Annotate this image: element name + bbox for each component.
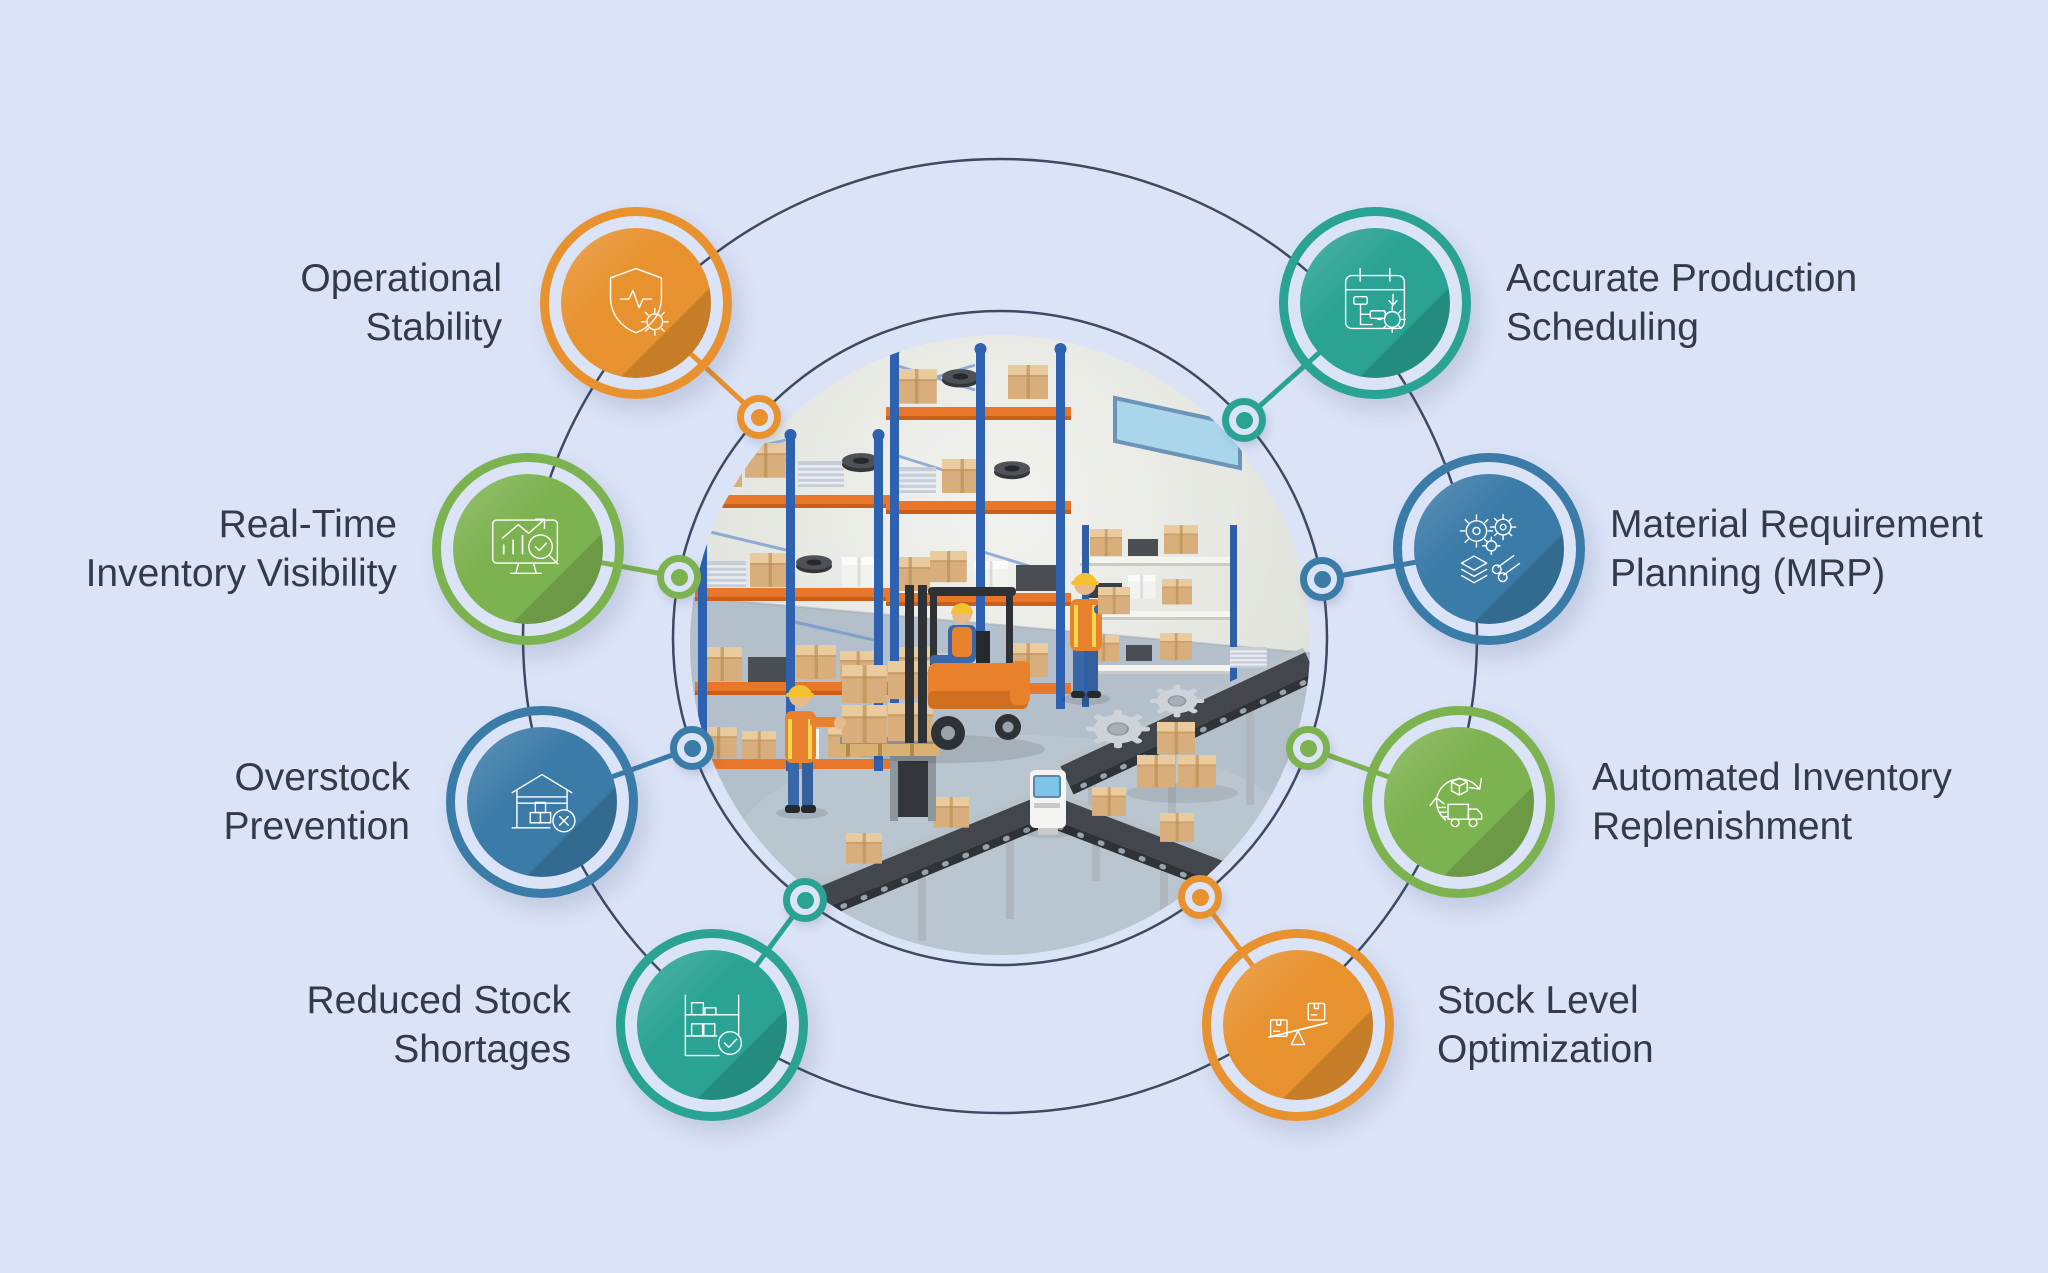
benefit-label-stock-level-optimization: Stock Level Optimization [1437, 976, 1654, 1074]
cycle-truck-icon [1412, 755, 1506, 849]
label-line: Accurate Production [1506, 257, 1858, 300]
label-line: Overstock [234, 756, 410, 799]
connector-dot-operational-stability [737, 395, 781, 439]
label-line: Automated Inventory [1592, 756, 1952, 799]
benefit-disc [1223, 950, 1373, 1100]
benefit-disc [453, 474, 603, 624]
label-line: Stock Level [1437, 979, 1639, 1022]
connector-dot-core [1191, 888, 1209, 906]
forklift [838, 585, 1045, 763]
benefit-label-overstock-prevention: Overstock Prevention [224, 753, 410, 851]
label-line: Operational [300, 257, 502, 300]
label-line: Reduced Stock [306, 979, 572, 1022]
gears-materials-icon [1442, 502, 1536, 596]
label-line: Prevention [223, 805, 410, 848]
connector-dot-core [683, 739, 701, 757]
connector-dot-core [1235, 411, 1253, 429]
label-line: Real-Time [218, 503, 397, 546]
benefit-node-operational-stability [540, 207, 732, 399]
wall-sign [1113, 395, 1242, 471]
benefit-label-real-time-inventory-visibility: Real-Time Inventory Visibility [86, 500, 397, 598]
benefit-node-stock-level-optimization [1202, 929, 1394, 1121]
connector-dot-core [796, 891, 814, 909]
benefit-node-real-time-inventory-visibility [432, 453, 624, 645]
balance-boxes-icon [1251, 978, 1345, 1072]
connector-dot-material-requirement-planning [1300, 557, 1344, 601]
benefit-node-reduced-stock-shortages [616, 929, 808, 1121]
connector-dot-automated-inventory-replenishment [1286, 726, 1330, 770]
worker-right [1062, 573, 1130, 705]
benefit-disc [1414, 474, 1564, 624]
label-line: Replenishment [1592, 805, 1853, 848]
warehouse-cancel-icon [495, 755, 589, 849]
label-line: Scheduling [1506, 306, 1699, 349]
shelf-check-icon [665, 978, 759, 1072]
warehouse-illustration [690, 335, 1310, 955]
connector-dot-core [670, 568, 688, 586]
connector-dot-core [1299, 739, 1317, 757]
conveyor-inbound [802, 789, 1055, 947]
connector-dot-stock-level-optimization [1178, 875, 1222, 919]
benefit-label-operational-stability: Operational Stability [300, 254, 502, 352]
benefit-disc [467, 727, 617, 877]
label-line: Optimization [1437, 1028, 1654, 1071]
inner-orbit-circle [671, 309, 1329, 967]
label-line: Inventory Visibility [85, 552, 397, 595]
connector-dot-core [750, 408, 768, 426]
label-line: Stability [365, 306, 502, 349]
benefit-disc [1300, 228, 1450, 378]
label-line: Planning (MRP) [1610, 552, 1886, 595]
benefit-label-automated-inventory-replenishment: Automated Inventory Replenishment [1592, 753, 1952, 851]
worker-left [776, 685, 846, 819]
benefit-node-material-requirement-planning [1393, 453, 1585, 645]
floor-box-stack [1126, 722, 1238, 803]
benefit-label-accurate-production-scheduling: Accurate Production Scheduling [1506, 254, 1857, 352]
connector-dot-overstock-prevention [670, 726, 714, 770]
benefit-disc [637, 950, 787, 1100]
calendar-gear-icon [1328, 256, 1422, 350]
monitor-chart-magnifier-icon [481, 502, 575, 596]
benefit-label-material-requirement-planning: Material Requirement Planning (MRP) [1610, 500, 1983, 598]
benefit-label-reduced-stock-shortages: Reduced Stock Shortages [307, 976, 572, 1074]
label-line: Shortages [393, 1028, 571, 1071]
benefit-node-automated-inventory-replenishment [1363, 706, 1555, 898]
label-line: Material Requirement [1610, 503, 1983, 546]
benefit-disc [561, 228, 711, 378]
warehouse-scene [690, 335, 1310, 955]
benefit-node-accurate-production-scheduling [1279, 207, 1471, 399]
connector-dot-core [1313, 570, 1331, 588]
connector-dot-accurate-production-scheduling [1222, 398, 1266, 442]
connector-dot-real-time-inventory-visibility [657, 555, 701, 599]
connector-dot-reduced-stock-shortages [783, 878, 827, 922]
benefit-disc [1384, 727, 1534, 877]
shield-gear-icon [589, 256, 683, 350]
benefit-node-overstock-prevention [446, 706, 638, 898]
kiosk-terminal [1020, 770, 1076, 838]
